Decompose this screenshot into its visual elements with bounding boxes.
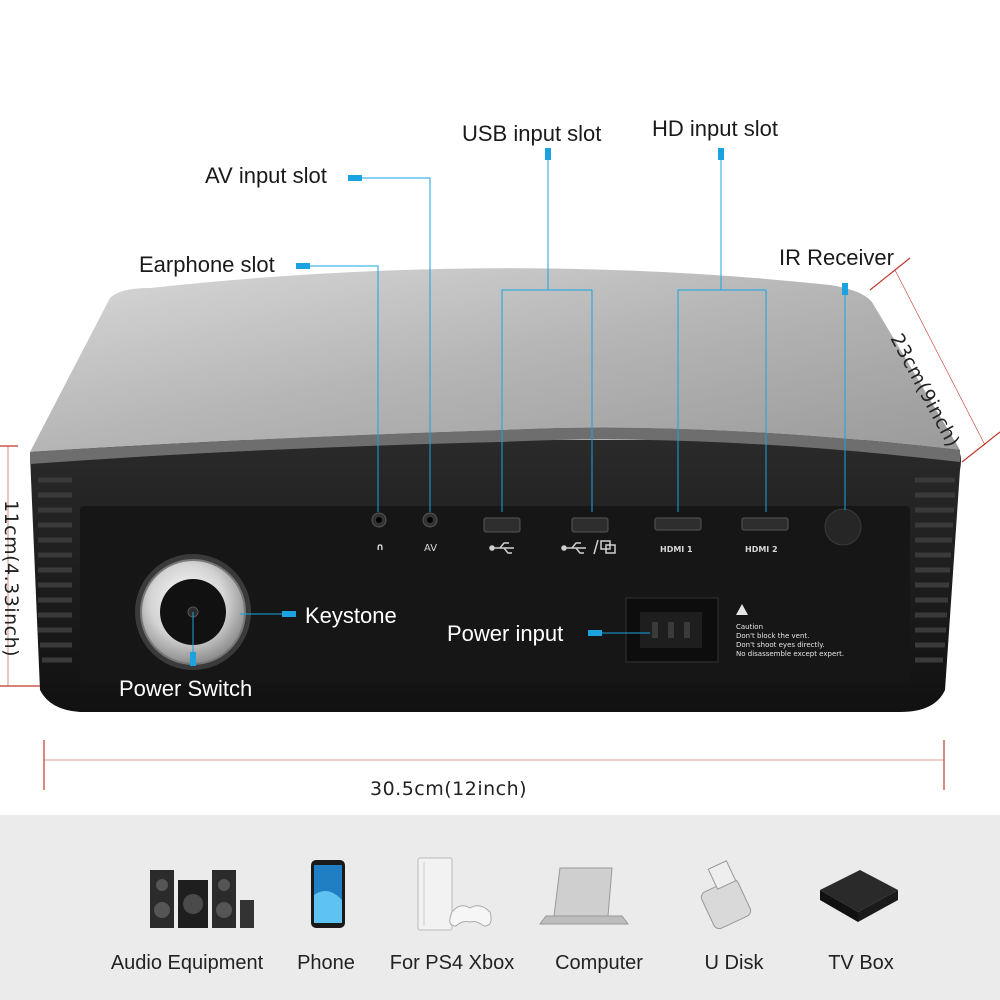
hdmi1-port-label: HDMI 1 — [660, 545, 693, 554]
hdmi-port-1 — [654, 517, 702, 531]
laptop-icon — [539, 867, 629, 925]
caution-title: Caution — [736, 623, 764, 631]
dimension-lines — [0, 257, 1000, 790]
compatible-device-icons — [150, 857, 898, 931]
power-input-label: Power input — [447, 621, 564, 646]
caution-text: Caution Don't block the vent. Don't shoo… — [736, 623, 844, 659]
usb-input-slot-label: USB input slot — [462, 121, 602, 146]
tv-box-icon — [820, 870, 898, 922]
smartphone-icon — [311, 860, 345, 928]
width-dimension-label: 30.5cm(12inch) — [370, 778, 528, 800]
hdmi-port-2 — [741, 517, 789, 531]
height-dimension-label: 11cm(4.33inch) — [0, 500, 22, 658]
keystone-label: Keystone — [305, 603, 397, 628]
projector-top — [30, 268, 960, 452]
hd-input-slot-label: HD input slot — [652, 116, 778, 141]
device-label-phone: Phone — [297, 952, 355, 974]
left-vents — [38, 477, 72, 663]
ir-receiver-window — [824, 508, 862, 546]
ir-receiver-label: IR Receiver — [779, 245, 894, 270]
device-label-ps4-xbox: For PS4 Xbox — [389, 952, 515, 974]
av-port-label: AV — [424, 543, 438, 554]
caution-line-2: Don't shoot eyes directly. — [736, 641, 825, 649]
usb-port-1 — [483, 517, 521, 533]
hdmi2-port-label: HDMI 2 — [745, 545, 778, 554]
device-label-audio-equipment: Audio Equipment — [110, 952, 264, 974]
device-label-computer: Computer — [555, 952, 643, 974]
callout-lines — [192, 150, 846, 662]
power-switch-label: Power Switch — [119, 676, 253, 701]
speaker-system-icon — [150, 870, 254, 928]
caution-triangle-icon — [736, 604, 748, 615]
device-label-u-disk: U Disk — [704, 952, 764, 974]
projector-illustration — [0, 148, 1000, 790]
right-vents — [915, 477, 955, 663]
device-label-tv-box: TV Box — [828, 952, 894, 974]
av-input-slot-label: AV input slot — [205, 163, 327, 188]
usb-symbol — [489, 539, 616, 555]
earphone-slot-label: Earphone slot — [139, 252, 275, 277]
caution-line-1: Don't block the vent. — [736, 632, 810, 640]
callout-markers — [190, 148, 848, 666]
usb-flash-drive-icon — [700, 860, 752, 930]
game-console-icon — [417, 857, 492, 931]
dimension-guides — [7, 269, 986, 761]
earphone-port-label: ∩ — [376, 542, 385, 553]
usb-port-2 — [571, 517, 609, 533]
caution-line-3: No disassemble except expert. — [736, 650, 845, 658]
